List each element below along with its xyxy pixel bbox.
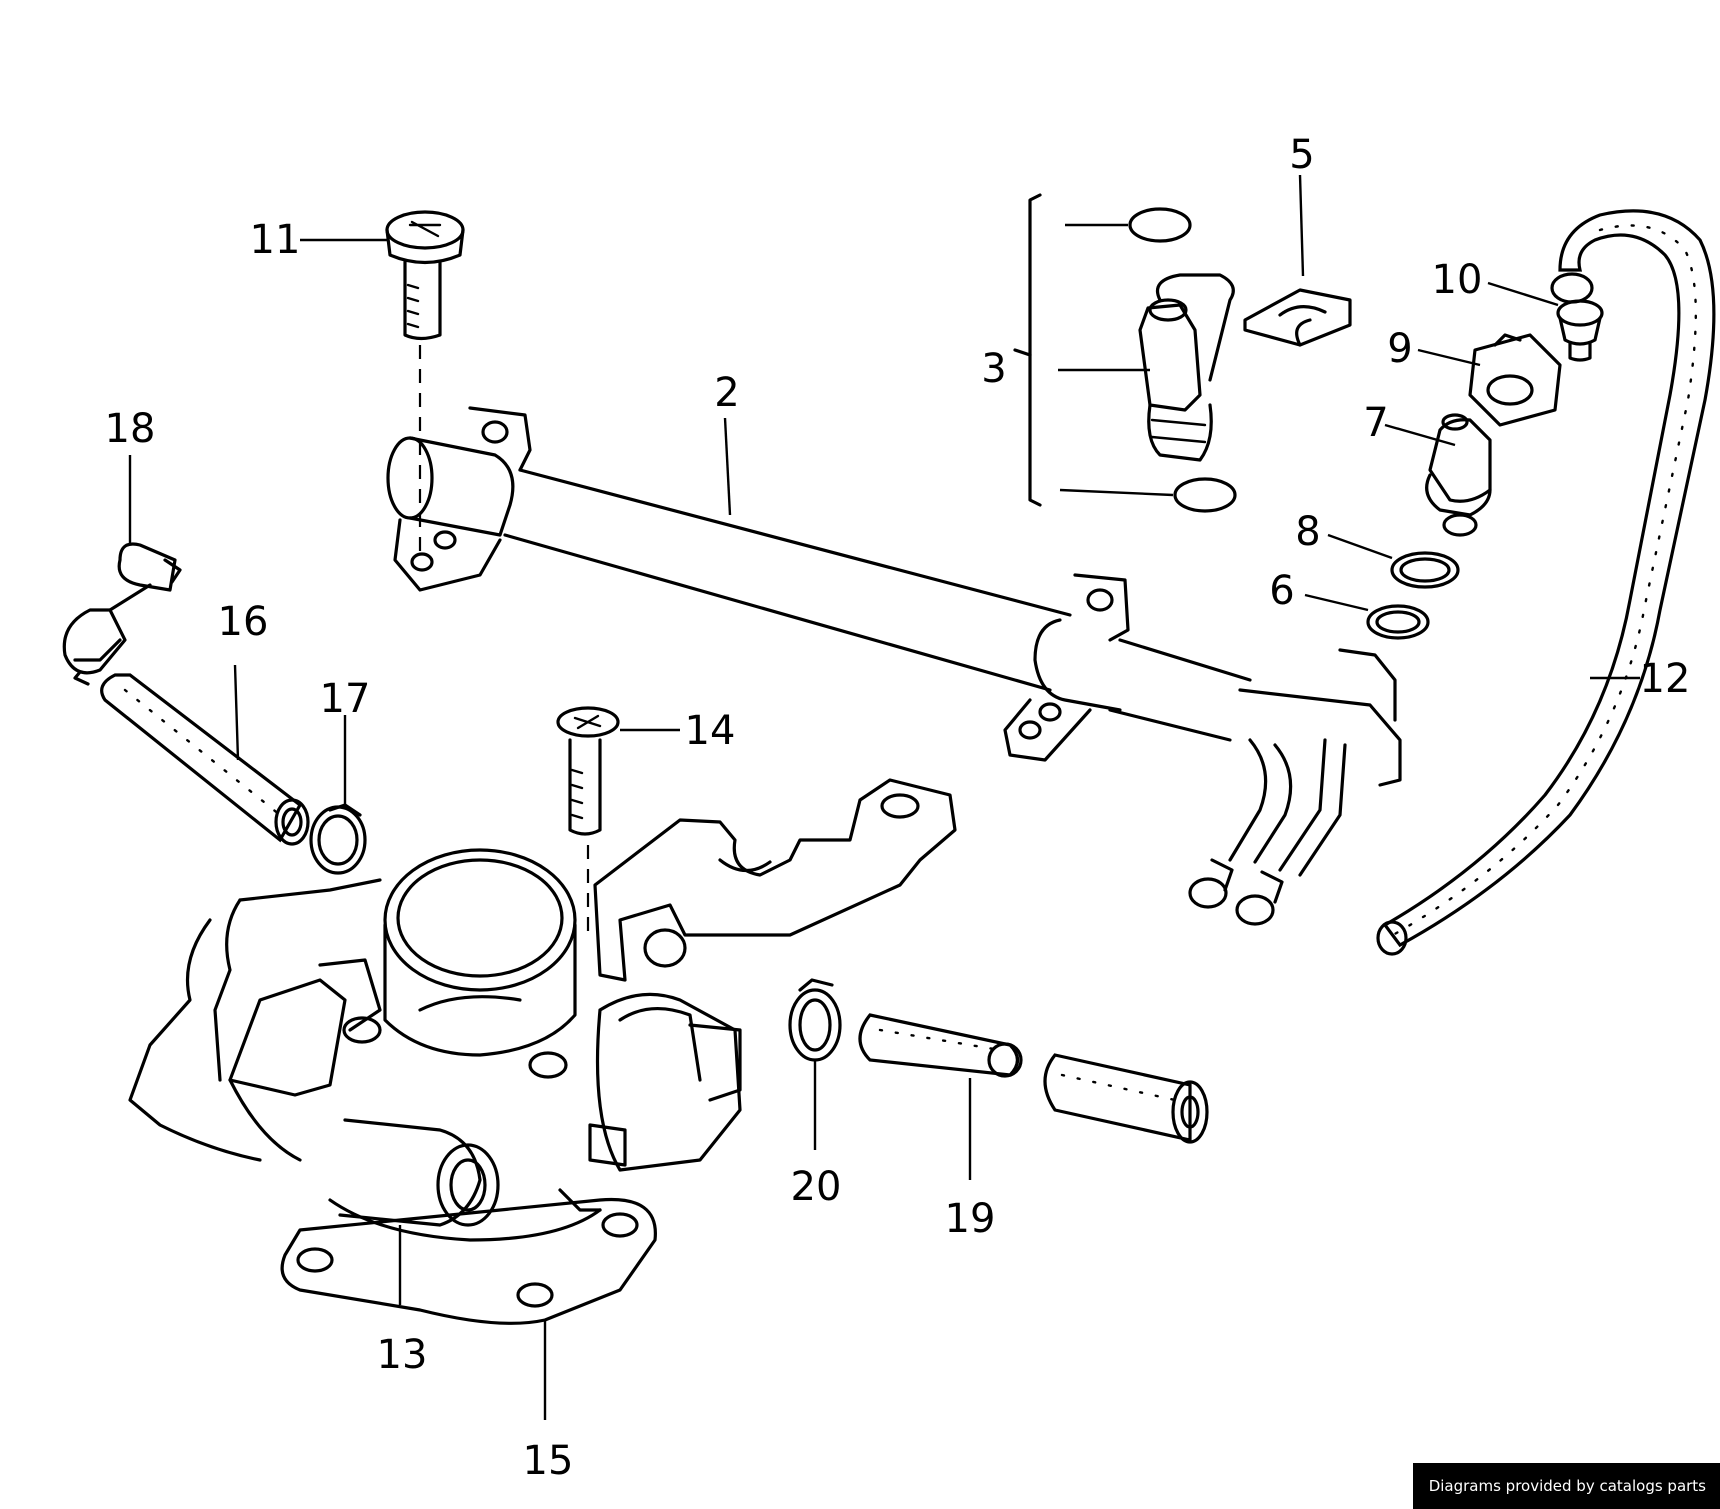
callout-11: 11 xyxy=(250,217,301,263)
pressure-regulator xyxy=(1425,299,1604,537)
callout-15: 15 xyxy=(523,1438,574,1484)
callout-10: 10 xyxy=(1432,257,1483,303)
fuel-rail xyxy=(386,406,1402,926)
callout-16: 16 xyxy=(218,599,269,645)
callout-7: 7 xyxy=(1363,400,1388,446)
retaining-clip xyxy=(1243,288,1352,347)
leader-lines xyxy=(128,174,1640,1420)
callout-8: 8 xyxy=(1295,509,1320,555)
callout-3: 3 xyxy=(981,346,1006,392)
screw-14 xyxy=(556,706,620,935)
callout-19: 19 xyxy=(945,1196,996,1242)
callout-18: 18 xyxy=(105,406,156,452)
callout-numbers: 2 3 5 6 7 8 9 10 11 12 13 14 15 16 17 18… xyxy=(105,132,1691,1484)
injector-assembly xyxy=(1013,193,1237,513)
callout-13: 13 xyxy=(377,1332,428,1378)
vacuum-hose xyxy=(1376,209,1716,956)
o-ring-6 xyxy=(1366,604,1430,640)
callout-9: 9 xyxy=(1387,326,1412,372)
callout-14: 14 xyxy=(685,708,736,754)
callout-5: 5 xyxy=(1289,132,1314,178)
callout-20: 20 xyxy=(791,1164,842,1210)
throttle-body xyxy=(128,848,742,1242)
hose-clamp-17 xyxy=(309,803,367,875)
callout-6: 6 xyxy=(1269,568,1294,614)
hose-sections xyxy=(858,1013,1209,1144)
hose-clamp-20 xyxy=(788,978,842,1062)
credit-banner: Diagrams provided by catalogs parts xyxy=(1412,1463,1720,1509)
rail-bolt xyxy=(385,210,465,560)
short-hose xyxy=(100,673,310,846)
callout-12: 12 xyxy=(1640,656,1691,702)
callout-2: 2 xyxy=(714,370,739,416)
base-gasket xyxy=(280,1197,657,1325)
hose-clip xyxy=(62,542,182,686)
o-ring-8 xyxy=(1390,551,1460,589)
mounting-bracket xyxy=(593,778,957,982)
callout-17: 17 xyxy=(320,676,371,722)
